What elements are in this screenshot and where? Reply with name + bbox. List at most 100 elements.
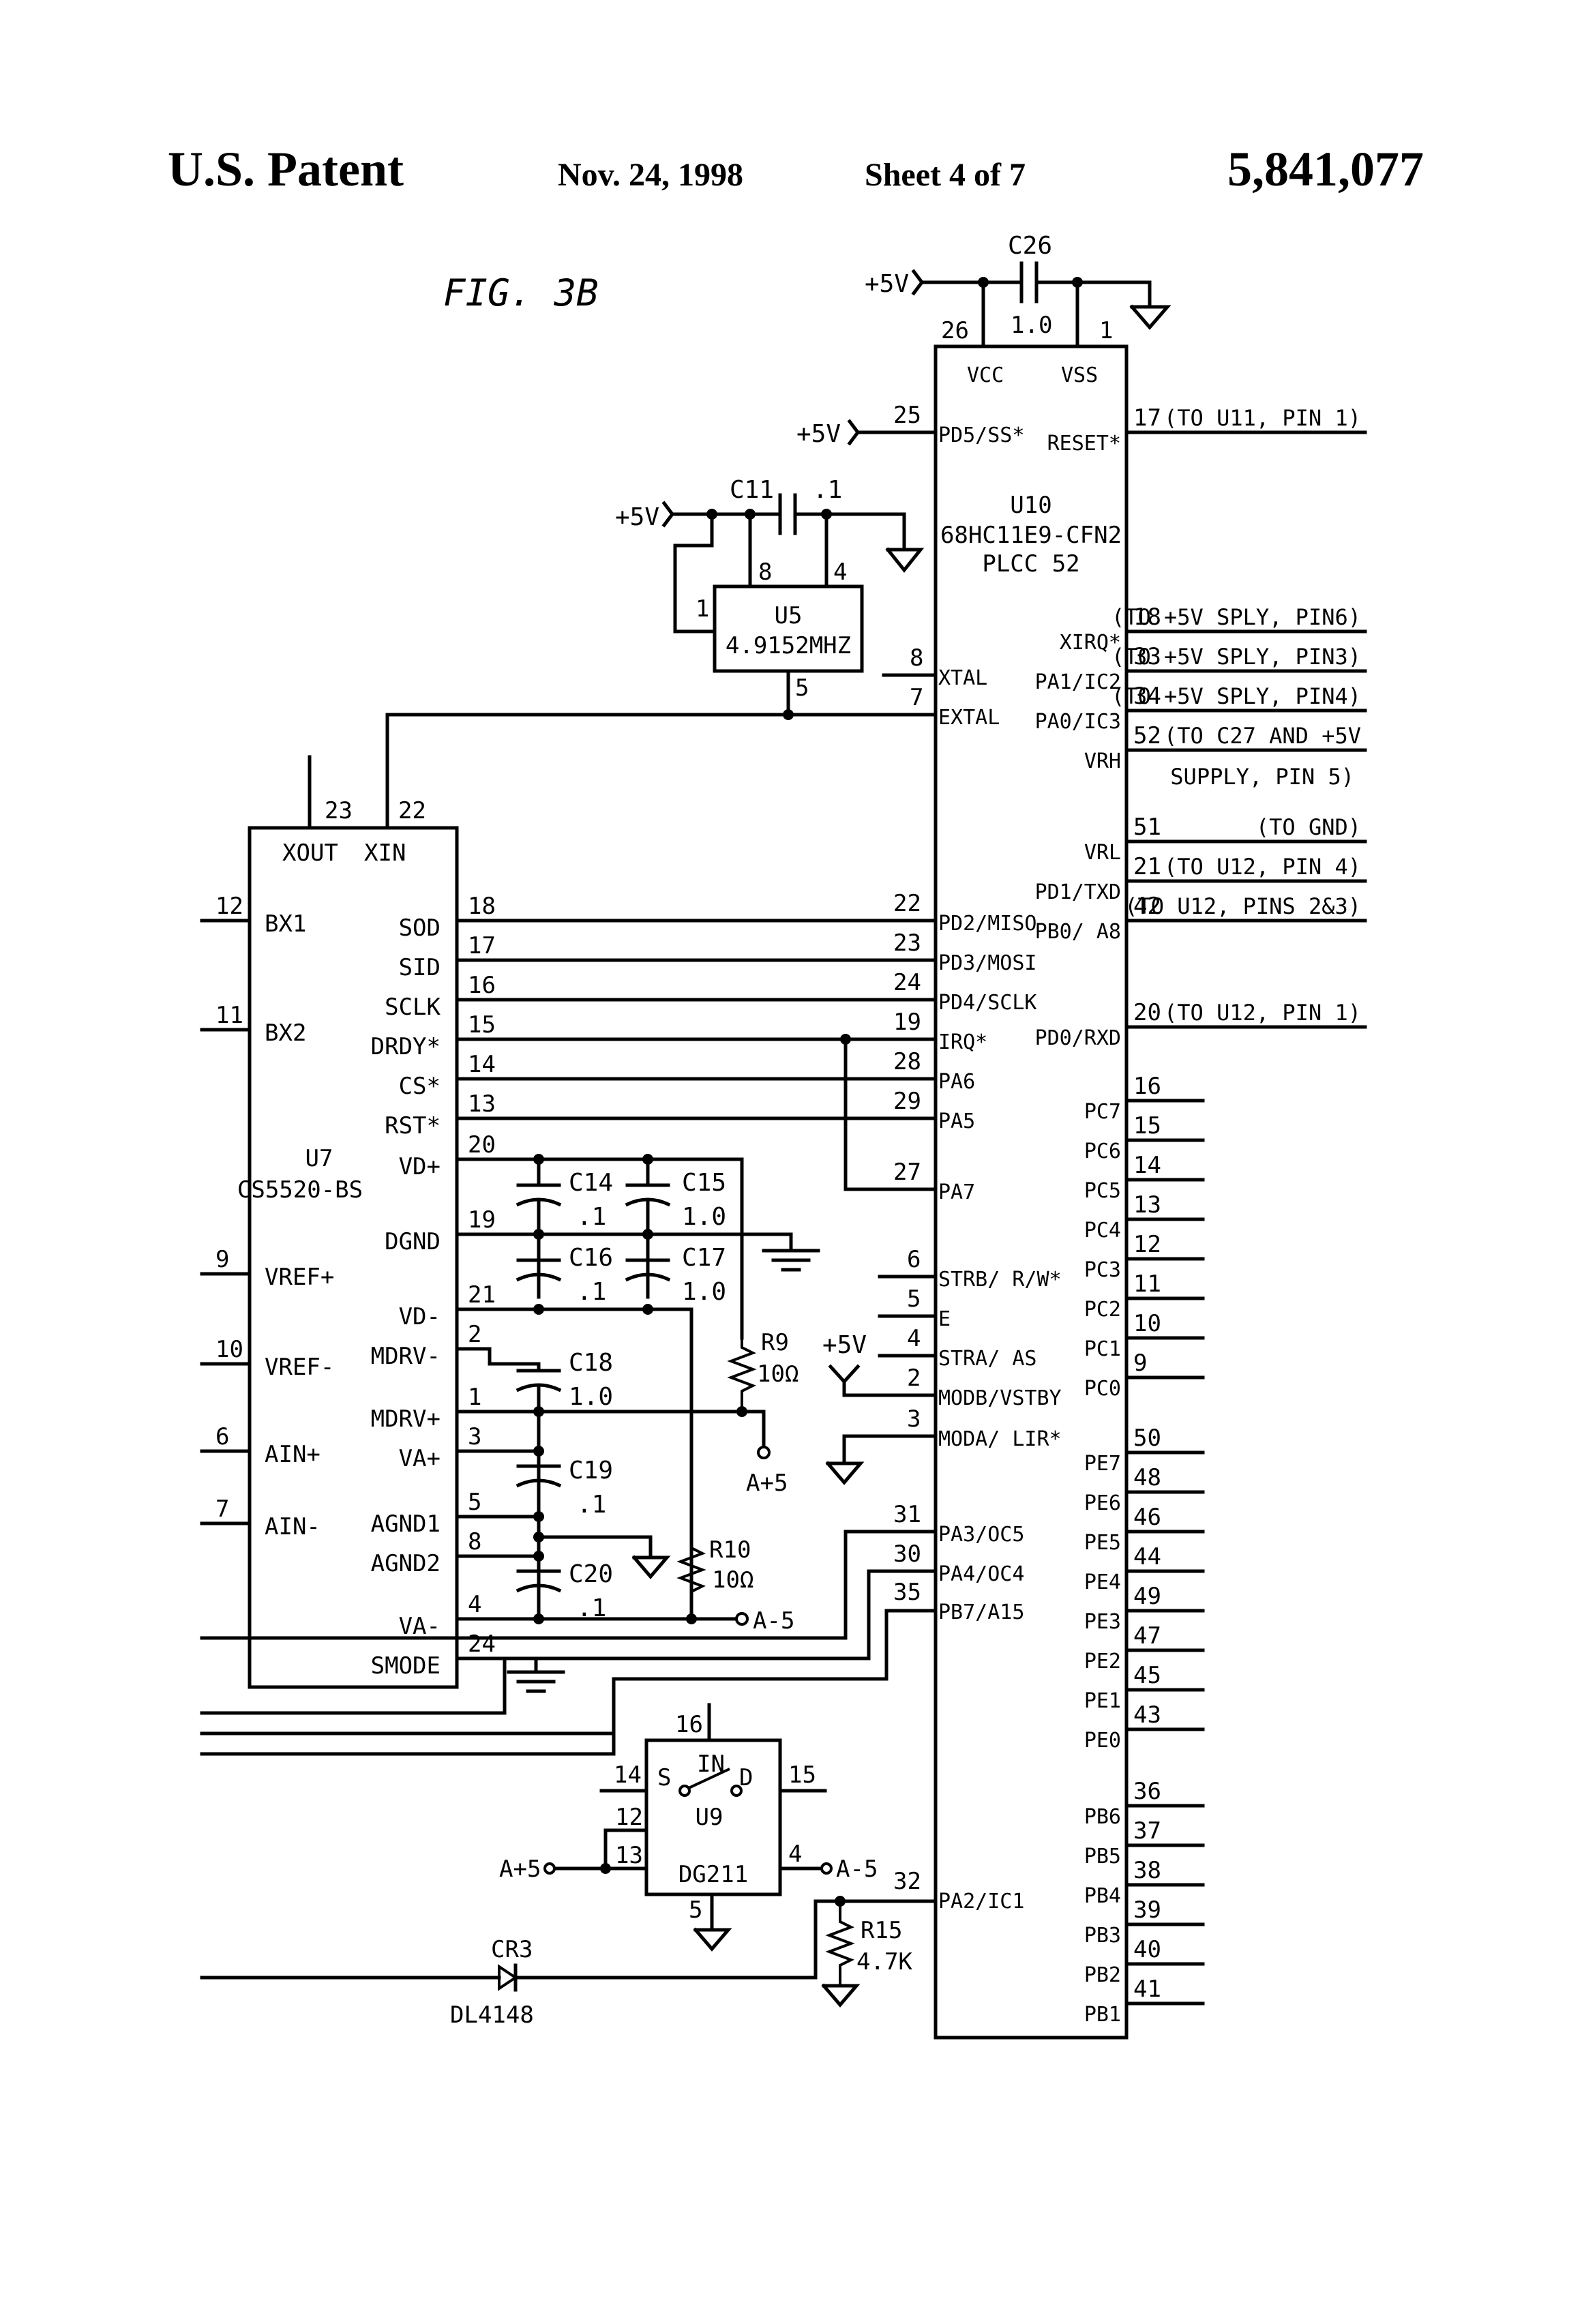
svg-text:16: 16 bbox=[675, 1711, 703, 1738]
u10-pin-number: 42 bbox=[1133, 893, 1161, 920]
u10-pin-number: 46 bbox=[1133, 1504, 1161, 1531]
u7-right-pins: 18SOD17SID16SCLK15DRDY*14CS*13RST*20VD+1… bbox=[371, 893, 496, 1680]
svg-text:C19: C19 bbox=[569, 1457, 613, 1485]
svg-text:10Ω: 10Ω bbox=[757, 1360, 799, 1388]
svg-text:1.0: 1.0 bbox=[569, 1383, 613, 1411]
u10-pin-number: 1 bbox=[1099, 317, 1113, 344]
u10-pin-number: 14 bbox=[1133, 1152, 1161, 1179]
u10-pin-name: PB6 bbox=[1084, 1805, 1121, 1829]
u10-pin-number: 44 bbox=[1133, 1543, 1161, 1570]
u10-pin-name: PE7 bbox=[1084, 1452, 1121, 1476]
svg-text:C14: C14 bbox=[569, 1169, 613, 1197]
u7-pin-name: CS* bbox=[399, 1073, 441, 1100]
u10-ref: U10 bbox=[1010, 492, 1051, 519]
u10-pin-name: RESET* bbox=[1047, 432, 1121, 456]
svg-text:8: 8 bbox=[910, 644, 923, 672]
u7-pin-name: BX2 bbox=[265, 1019, 306, 1047]
svg-text:PA4/OC4: PA4/OC4 bbox=[938, 1562, 1024, 1586]
sheet-number: Sheet 4 of 7 bbox=[865, 157, 1026, 193]
u10-pin-name: PC7 bbox=[1084, 1100, 1121, 1124]
svg-text:A-5: A-5 bbox=[836, 1856, 878, 1883]
svg-text:MODA/ LIR*: MODA/ LIR* bbox=[938, 1427, 1062, 1451]
u10-pin-name: PC6 bbox=[1084, 1139, 1121, 1163]
u7-u10-bus bbox=[455, 919, 938, 1191]
u10-pin-note: SUPPLY, PIN 5) bbox=[1170, 764, 1354, 790]
u10-pin-note: (TO +5V SPLY, PIN6) bbox=[1111, 604, 1361, 630]
u10-pin-vss: VSS bbox=[1061, 363, 1098, 387]
u10-pin-number: 48 bbox=[1133, 1464, 1161, 1491]
svg-text:23: 23 bbox=[893, 929, 921, 957]
svg-text:S: S bbox=[657, 1764, 671, 1791]
svg-text:1.0: 1.0 bbox=[682, 1203, 726, 1231]
svg-text:25: 25 bbox=[893, 402, 921, 429]
svg-text:+5V: +5V bbox=[822, 1331, 867, 1359]
u10-pin-number: 33 bbox=[1133, 643, 1161, 670]
svg-text:1: 1 bbox=[696, 595, 709, 623]
u10-pin-name: PB0/ A8 bbox=[1035, 920, 1121, 944]
u7-pin-name: SID bbox=[399, 954, 441, 981]
svg-text:4: 4 bbox=[833, 558, 847, 586]
svg-text:C16: C16 bbox=[569, 1244, 613, 1272]
u9-switch: 16 IN S D U9 DG211 14 15 12 13 A+5 4 A-5… bbox=[499, 1703, 878, 1952]
u10-pin-number: 41 bbox=[1133, 1976, 1161, 2003]
svg-text:DL4148: DL4148 bbox=[450, 2001, 534, 2029]
svg-text:C17: C17 bbox=[682, 1244, 726, 1272]
patent-date: Nov. 24, 1998 bbox=[558, 157, 743, 193]
u7-pin-number: 15 bbox=[468, 1011, 496, 1039]
svg-text:15: 15 bbox=[788, 1761, 816, 1789]
svg-text:STRA/ AS: STRA/ AS bbox=[938, 1347, 1037, 1371]
svg-text:DG211: DG211 bbox=[678, 1861, 748, 1888]
u7-pin-number: 19 bbox=[468, 1206, 496, 1234]
c26-capacitor: +5V C26 1.0 bbox=[865, 232, 1171, 339]
u7-pin-name: SMODE bbox=[371, 1652, 441, 1680]
u10-pin-number: 40 bbox=[1133, 1936, 1161, 1963]
u7-pin-name: AIN- bbox=[265, 1513, 320, 1540]
patent-title: U.S. Patent bbox=[168, 142, 404, 196]
u10-pin-number: 17 bbox=[1133, 404, 1161, 432]
u7-pin-name: VA+ bbox=[399, 1445, 441, 1472]
u10-pin-number: 37 bbox=[1133, 1817, 1161, 1845]
u10-pin-name: PB2 bbox=[1084, 1963, 1121, 1987]
u10-chip: U10 68HC11E9-CFN2 PLCC 52 26 1 VCC VSS bbox=[934, 280, 1129, 2040]
u10-pin-name: PB5 bbox=[1084, 1845, 1121, 1868]
svg-text:22: 22 bbox=[398, 797, 426, 824]
svg-text:+5V: +5V bbox=[796, 420, 841, 448]
u7-chip: 23 22 XOUT XIN U7 CS5520-BS bbox=[237, 713, 459, 1689]
u7-pin-name: BX1 bbox=[265, 910, 306, 938]
svg-text:.1: .1 bbox=[577, 1491, 606, 1519]
svg-text:28: 28 bbox=[893, 1048, 921, 1075]
svg-text:5: 5 bbox=[907, 1285, 921, 1313]
u7-pin-number: 7 bbox=[215, 1495, 229, 1523]
u10-pin-note: (TO C27 AND +5V bbox=[1164, 723, 1361, 749]
u10-pin-number: 50 bbox=[1133, 1425, 1161, 1452]
u10-pin-number: 39 bbox=[1133, 1896, 1161, 1924]
u10-pin-name: PA1/IC2 bbox=[1035, 670, 1121, 694]
svg-text:6: 6 bbox=[907, 1246, 921, 1273]
svg-text:31: 31 bbox=[893, 1501, 921, 1528]
svg-text:CR3: CR3 bbox=[491, 1936, 533, 1963]
svg-text:A-5: A-5 bbox=[753, 1607, 794, 1635]
u10-pin-number: 52 bbox=[1133, 722, 1161, 749]
u10-pin-name: PC1 bbox=[1084, 1337, 1121, 1361]
u10-pin-note: (TO U12, PIN 4) bbox=[1164, 854, 1361, 880]
svg-text:4: 4 bbox=[907, 1325, 921, 1352]
u7-pin-number: 3 bbox=[468, 1423, 481, 1450]
figure-label: FIG. 3B bbox=[443, 271, 599, 314]
svg-text:.1: .1 bbox=[577, 1278, 606, 1306]
svg-text:MODB/VSTBY: MODB/VSTBY bbox=[938, 1386, 1062, 1410]
u10-pin-name: PC3 bbox=[1084, 1258, 1121, 1282]
u7-pin-name: SCLK bbox=[385, 994, 441, 1021]
u10-pin-note: (TO GND) bbox=[1256, 814, 1361, 840]
u7-pin-name: RST* bbox=[385, 1112, 441, 1139]
svg-text:PA2/IC1: PA2/IC1 bbox=[938, 1890, 1024, 1913]
svg-text:U9: U9 bbox=[696, 1804, 723, 1831]
svg-text:XOUT: XOUT bbox=[282, 839, 338, 867]
svg-text:PD2/MISO: PD2/MISO bbox=[938, 912, 1037, 936]
u10-pin-name: PA0/IC3 bbox=[1035, 710, 1121, 734]
u7-body bbox=[248, 826, 459, 1689]
svg-text:R15: R15 bbox=[861, 1917, 902, 1944]
svg-text:24: 24 bbox=[893, 969, 921, 996]
u7-pin-number: 4 bbox=[468, 1591, 481, 1618]
